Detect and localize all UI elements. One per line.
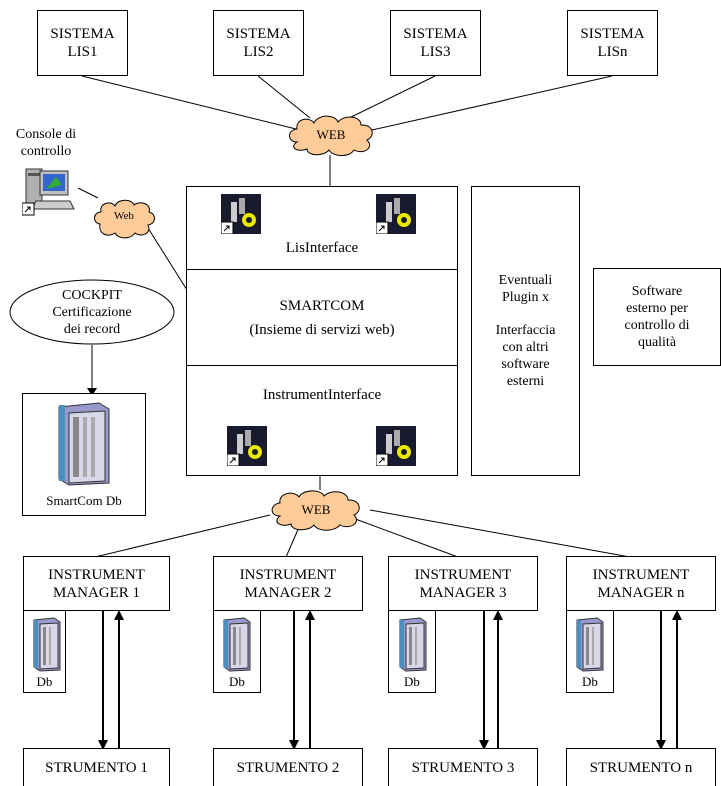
manager-line2: MANAGER 1: [52, 584, 141, 601]
system-label-line2: LISn: [597, 44, 628, 60]
system-label-line2: LIS1: [67, 44, 98, 60]
plugin-line6: esterni: [506, 374, 545, 389]
instrument-label: STRUMENTO 2: [236, 759, 340, 776]
db-label: Db: [36, 674, 53, 689]
instrument-manager-3: INSTRUMENT MANAGER 3: [388, 556, 538, 611]
system-label-line2: LIS3: [420, 44, 451, 60]
console-label-line2: controllo: [20, 144, 72, 159]
web-top-label: WEB: [316, 127, 346, 142]
instrument-1: STRUMENTO 1: [23, 748, 170, 786]
plugin-line2: Plugin x: [501, 290, 550, 305]
manager-line1: INSTRUMENT: [239, 566, 337, 583]
web-bottom-label: WEB: [301, 502, 331, 517]
cockpit-subtitle2: dei record: [63, 322, 121, 337]
manager-line2: MANAGER 3: [419, 584, 507, 601]
system-label-line1: SISTEMA: [50, 26, 115, 42]
service-gear-icon: [376, 426, 416, 466]
manager-line1: INSTRUMENT: [414, 566, 512, 583]
plugin-box: Eventuali Plugin x Interfaccia con altri…: [471, 186, 580, 476]
database-icon: [33, 617, 61, 672]
system-label-line1: SISTEMA: [403, 26, 468, 42]
cockpit-label: COCKPIT Certificazione dei record: [8, 287, 176, 338]
manager-line2: MANAGER 2: [244, 584, 332, 601]
system-lis1: SISTEMA LIS1: [37, 10, 128, 76]
instrument-label: STRUMENTO n: [589, 759, 693, 776]
plugin-line3: Interfaccia: [495, 323, 556, 338]
quality-line1: Software: [631, 284, 683, 299]
smartcom-box: SMARTCOM (Insieme di servizi web): [186, 269, 458, 366]
instrument-interface-label: InstrumentInterface: [262, 387, 382, 403]
instrument-n: STRUMENTO n: [566, 748, 716, 786]
web-small-label: Web: [114, 210, 134, 222]
system-label-line1: SISTEMA: [580, 26, 645, 42]
cockpit-ellipse: [9, 279, 175, 345]
instrument-3: STRUMENTO 3: [388, 748, 538, 786]
system-label-line1: SISTEMA: [226, 26, 291, 42]
instrument-label: STRUMENTO 3: [411, 759, 515, 776]
lis-interface-label: LisInterface: [285, 240, 359, 256]
manager-line1: INSTRUMENT: [48, 566, 145, 583]
instrument-manager-n: INSTRUMENT MANAGER n: [566, 556, 716, 611]
instrument-manager-2: INSTRUMENT MANAGER 2: [213, 556, 363, 611]
web-cloud-top: [289, 115, 373, 157]
web-cloud-small: [94, 199, 155, 239]
service-gear-icon: [376, 194, 416, 234]
system-lisn: SISTEMA LISn: [567, 10, 658, 76]
quality-software-box: Software esterno per controllo di qualit…: [593, 268, 721, 366]
instrument-manager-1: INSTRUMENT MANAGER 1: [23, 556, 170, 611]
smartcom-db-label: SmartCom Db: [46, 493, 122, 508]
database-icon: [399, 617, 427, 672]
plugin-line5: software: [501, 357, 550, 372]
system-lis3: SISTEMA LIS3: [390, 10, 481, 76]
console-label: Console di controllo: [6, 126, 86, 160]
manager-line2: MANAGER n: [597, 584, 685, 601]
web-cloud-bottom: [271, 490, 360, 531]
quality-line2: esterno per: [626, 301, 688, 316]
smartcom-title: SMARTCOM: [279, 297, 365, 314]
db-label: Db: [582, 674, 598, 689]
service-gear-icon: [221, 194, 261, 234]
quality-line3: controllo di: [624, 318, 690, 333]
computer-icon: [22, 165, 78, 217]
manager-line1: INSTRUMENT: [592, 566, 690, 583]
database-icon: [576, 617, 604, 672]
instrument-label: STRUMENTO 1: [45, 759, 148, 776]
plugin-line1: Eventuali: [498, 273, 553, 288]
quality-line4: qualità: [637, 335, 677, 350]
database-icon: [223, 617, 251, 672]
plugin-line4: con altri: [502, 340, 549, 355]
instrument-2: STRUMENTO 2: [213, 748, 363, 786]
database-server-icon: [58, 402, 110, 486]
system-lis2: SISTEMA LIS2: [213, 10, 304, 76]
smartcom-subtitle: (Insieme di servizi web): [249, 321, 395, 338]
system-label-line2: LIS2: [243, 44, 274, 60]
console-label-line1: Console di: [15, 127, 77, 142]
db-label: Db: [229, 674, 245, 689]
service-gear-icon: [227, 426, 267, 466]
db-label: Db: [404, 674, 420, 689]
cockpit-title: COCKPIT: [62, 288, 122, 303]
cockpit-subtitle1: Certificazione: [52, 305, 132, 320]
